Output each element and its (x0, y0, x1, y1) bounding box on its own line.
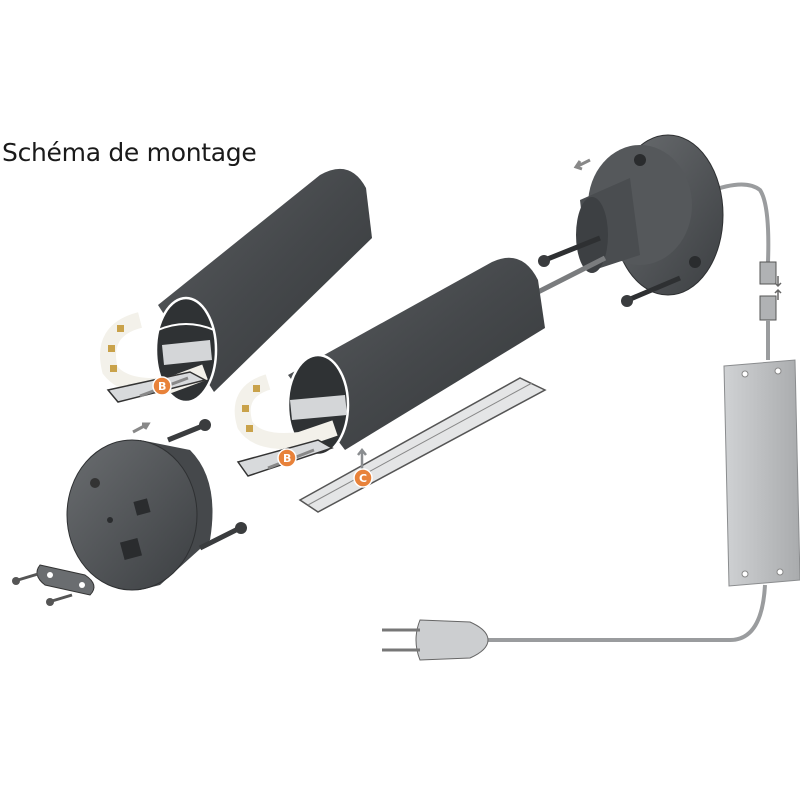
cable-bottom (485, 584, 767, 642)
cable-connector (759, 261, 782, 321)
label-b-1: B (158, 380, 166, 393)
mounting-bracket (12, 564, 95, 606)
label-badge-b-1 (152, 376, 172, 396)
base-cap (66, 419, 247, 591)
led-strip-1: B (100, 312, 208, 403)
label-b-2: B (283, 452, 291, 465)
diffuser-channel: C (298, 377, 547, 513)
mounting-rod (536, 255, 607, 295)
power-plug (382, 619, 489, 661)
diagram-title: Schéma de montage (2, 138, 257, 167)
label-c: C (359, 472, 367, 485)
led-driver (723, 359, 800, 587)
cable-top (707, 182, 771, 263)
led-strip-2: B (234, 374, 338, 477)
label-badge-c (353, 468, 373, 488)
label-badge-b-2 (277, 448, 297, 468)
wall-mount-cap (538, 134, 724, 307)
